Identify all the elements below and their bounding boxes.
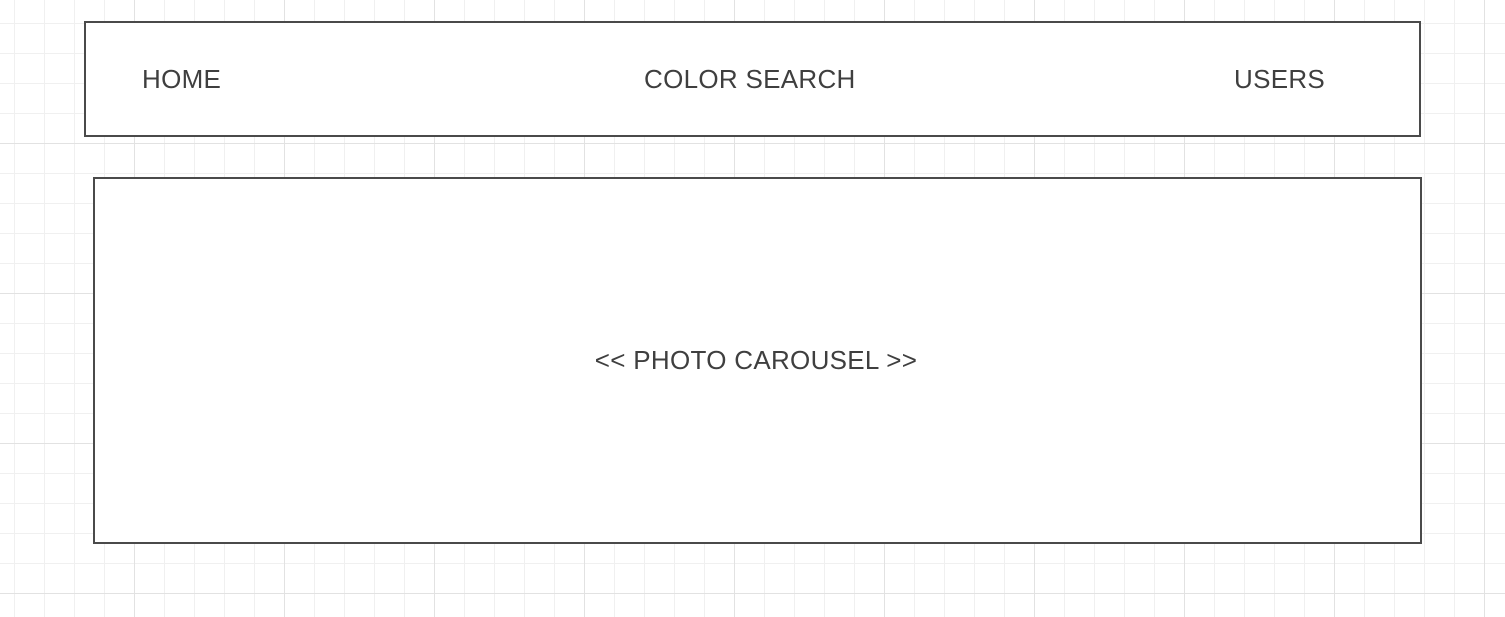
nav-bar: HOME COLOR SEARCH USERS <box>84 21 1421 137</box>
nav-item-users[interactable]: USERS <box>1234 63 1326 94</box>
photo-carousel-label: << PHOTO CAROUSEL >> <box>594 345 918 375</box>
nav-item-home[interactable]: HOME <box>142 63 222 94</box>
photo-carousel[interactable]: << PHOTO CAROUSEL >> <box>93 177 1422 544</box>
nav-item-color-search[interactable]: COLOR SEARCH <box>644 63 856 94</box>
